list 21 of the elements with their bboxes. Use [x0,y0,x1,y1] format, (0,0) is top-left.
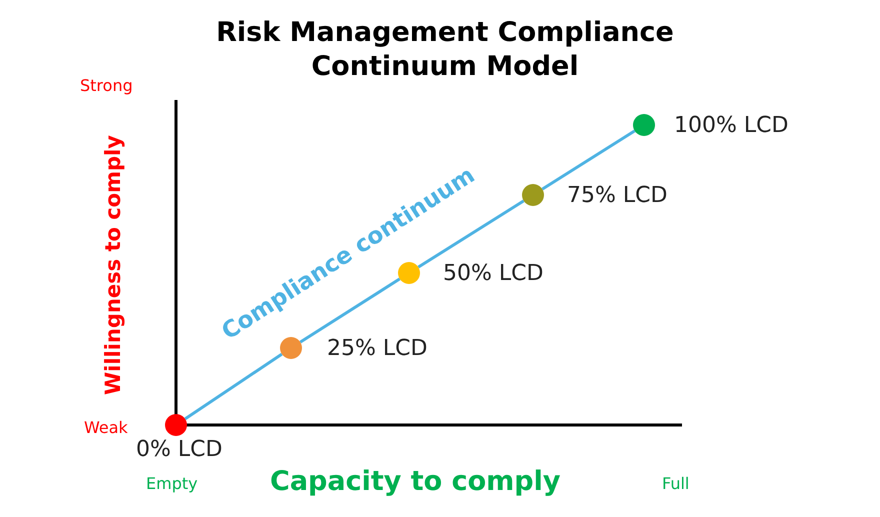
axis-end-label: Weak [84,418,128,437]
dot-marker [398,262,420,284]
dot-marker [633,114,655,136]
point-label: 100% LCD [674,113,788,139]
axis-end-label: Full [662,474,690,493]
point-label: 75% LCD [567,183,668,209]
connector-line [184,352,283,420]
point-label: 50% LCD [443,261,544,287]
title: Risk Management Compliance Continuum Model [215,16,675,84]
dot-marker [522,184,544,206]
connector-line [418,200,524,268]
axis-end-label: Strong [80,76,133,95]
connector-line [299,278,401,344]
connector-line [542,130,636,190]
dot-marker [165,414,187,436]
axis-end-label: Empty [146,474,198,493]
dot-marker [280,337,302,359]
axis-title: Willingness to comply [100,135,126,395]
point-label: 0% LCD [136,437,222,463]
point-label: 25% LCD [327,336,428,362]
axis-title: Capacity to comply [270,466,560,497]
